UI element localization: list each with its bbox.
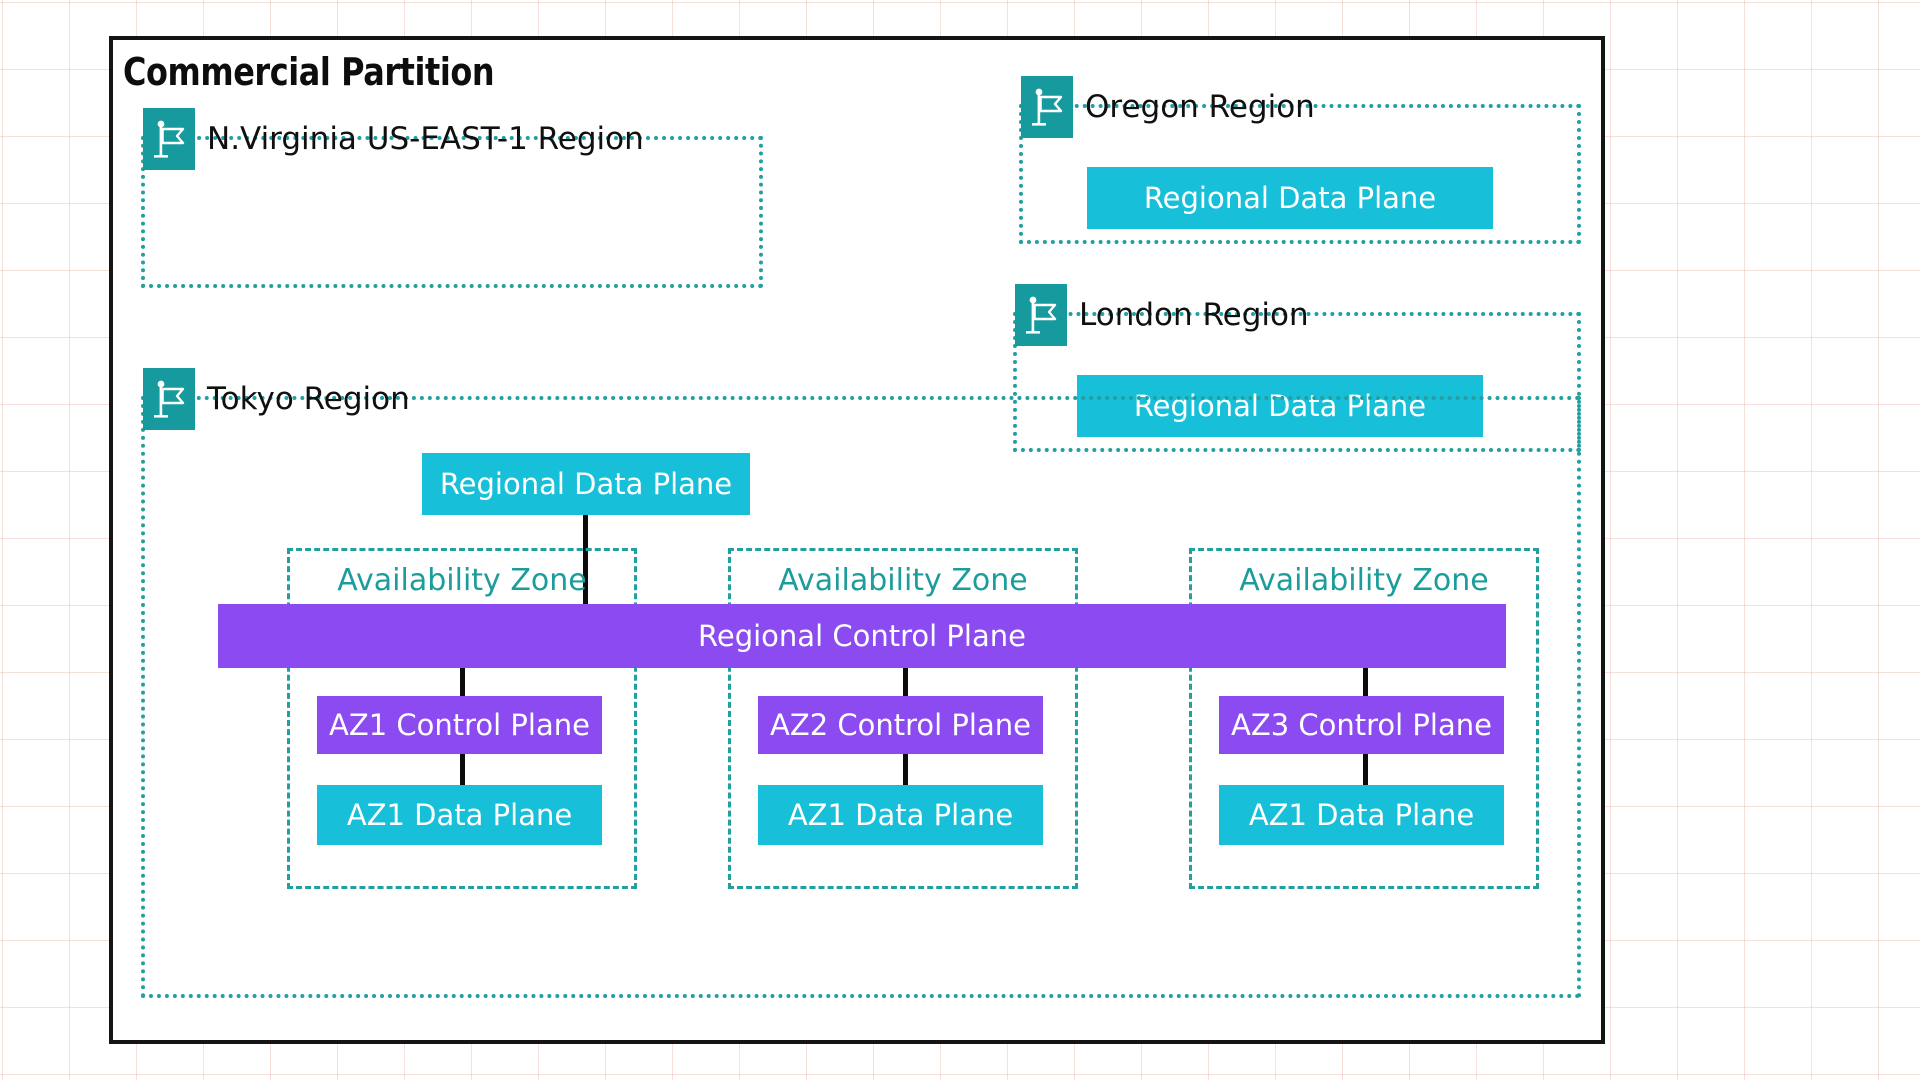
commercial-partition-panel: Commercial Partition N.Virginia US-EAST-… (109, 36, 1605, 1044)
oregon-regional-data-plane[interactable]: Regional Data Plane (1087, 167, 1493, 229)
tokyo-regional-data-plane[interactable]: Regional Data Plane (422, 453, 750, 515)
region-label-tokyo: Tokyo Region (207, 381, 410, 417)
flag-icon (1015, 284, 1067, 346)
region-oregon: Oregon Region Regional Data Plane (1019, 76, 1581, 244)
az3-control-plane[interactable]: AZ3 Control Plane (1219, 696, 1504, 754)
page-title: Commercial Partition (123, 50, 495, 94)
region-label-oregon: Oregon Region (1085, 89, 1315, 125)
availability-zone-title: Availability Zone (778, 563, 1028, 598)
connector-az3-control-to-data (1363, 754, 1368, 811)
availability-zone-2: Availability Zone (728, 548, 1078, 889)
availability-zone-title: Availability Zone (337, 563, 587, 598)
availability-zone-1: Availability Zone (287, 548, 637, 889)
az1-control-plane[interactable]: AZ1 Control Plane (317, 696, 602, 754)
az1-data-plane[interactable]: AZ1 Data Plane (317, 785, 602, 845)
region-label-n-virginia: N.Virginia US-EAST-1 Region (207, 121, 644, 157)
region-label-london: London Region (1079, 297, 1309, 333)
region-london: London Region Regional Data Plane (1013, 284, 1581, 452)
region-tokyo: Tokyo Region Regional Data Plane Availab… (141, 368, 1581, 998)
az2-control-plane[interactable]: AZ2 Control Plane (758, 696, 1043, 754)
london-regional-data-plane[interactable]: Regional Data Plane (1077, 375, 1483, 437)
region-n-virginia: N.Virginia US-EAST-1 Region (141, 108, 763, 288)
flag-icon (143, 368, 195, 430)
az3-data-plane[interactable]: AZ1 Data Plane (1219, 785, 1504, 845)
connector-regional-data-to-control (583, 515, 588, 604)
az2-data-plane[interactable]: AZ1 Data Plane (758, 785, 1043, 845)
connector-az2-control-to-data (903, 754, 908, 811)
availability-zone-3: Availability Zone (1189, 548, 1539, 889)
tokyo-regional-control-plane[interactable]: Regional Control Plane (218, 604, 1506, 668)
connector-az1-control-to-data (460, 754, 465, 811)
availability-zone-title: Availability Zone (1239, 563, 1489, 598)
flag-icon (143, 108, 195, 170)
flag-icon (1021, 76, 1073, 138)
